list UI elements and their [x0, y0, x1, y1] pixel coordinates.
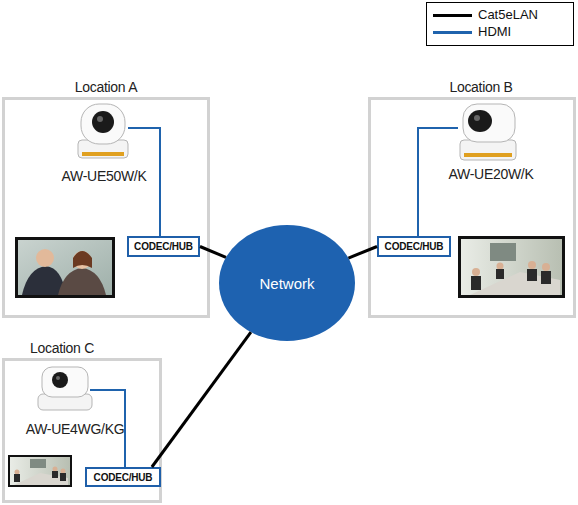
camera-model: AW-UE20W/K: [431, 166, 551, 182]
legend-row: Cat5eLAN: [427, 7, 573, 23]
codec-label: CODEC/HUB: [134, 241, 193, 252]
camera-lens: [52, 372, 68, 388]
monitor-frame: [458, 236, 565, 298]
person: [58, 268, 106, 295]
network-ellipse: [219, 225, 355, 341]
room-screen: [30, 459, 46, 468]
location-box: Location BAW-UE20W/KCODEC/HUB: [368, 97, 576, 318]
camera-lens: [92, 111, 114, 133]
monitor-screen: [18, 240, 112, 295]
person: [73, 251, 92, 268]
monitor: [15, 237, 115, 298]
people: [14, 467, 66, 483]
lens-glint: [97, 116, 103, 122]
location-box: Location AAW-UE50W/KCODEC/HUB: [2, 97, 210, 318]
camera-lens: [468, 110, 492, 132]
lan-cable: [348, 247, 377, 259]
ptz-camera: [78, 104, 128, 158]
monitor-frame: [15, 237, 115, 298]
codec-label: CODEC/HUB: [385, 241, 444, 252]
legend-line-sample: [433, 14, 472, 17]
codec-box: CODEC/HUB: [127, 236, 200, 257]
legend-label: HDMI: [478, 24, 511, 39]
location-box: Location CAW-UE4WG/KGCODEC/HUB: [2, 358, 162, 503]
ptz-camera: [38, 367, 92, 410]
legend-line-sample: [433, 31, 472, 34]
camera-strip: [464, 153, 512, 157]
location-heading: Location A: [5, 79, 207, 95]
monitor-screen: [10, 457, 70, 485]
camera-head: [463, 104, 515, 142]
legend-label: Cat5eLAN: [478, 7, 538, 22]
person: [36, 249, 54, 267]
room-screen: [490, 243, 516, 261]
codec-label: CODEC/HUB: [94, 472, 153, 483]
camera-strip: [82, 152, 124, 156]
monitor: [8, 455, 72, 487]
lan-cable: [152, 332, 251, 467]
camera-head: [42, 367, 88, 397]
person: [73, 251, 91, 269]
monitor-frame: [8, 455, 72, 487]
network-label: Network: [259, 275, 314, 292]
location-heading: Location B: [381, 79, 578, 95]
camera-base: [460, 140, 516, 160]
camera-model: AW-UE50W/K: [44, 168, 164, 184]
legend: Cat5eLAN HDMI: [426, 2, 574, 46]
lens-glint: [56, 376, 60, 380]
codec-box: CODEC/HUB: [85, 467, 161, 487]
monitor: [458, 236, 565, 298]
people: [471, 261, 551, 290]
hdmi-wire: [418, 128, 458, 236]
ptz-camera: [460, 104, 516, 160]
monitor-screen: [461, 239, 562, 295]
camera-model: AW-UE4WG/KG: [5, 421, 145, 437]
location-heading: Location C: [5, 340, 119, 356]
lens-glint: [474, 115, 480, 121]
camera-head: [81, 104, 125, 144]
table: [470, 272, 560, 295]
codec-box: CODEC/HUB: [377, 236, 451, 257]
table: [14, 473, 68, 485]
network-cloud: Network: [219, 225, 355, 341]
legend-row: HDMI: [427, 24, 573, 40]
lan-cable: [200, 247, 226, 258]
